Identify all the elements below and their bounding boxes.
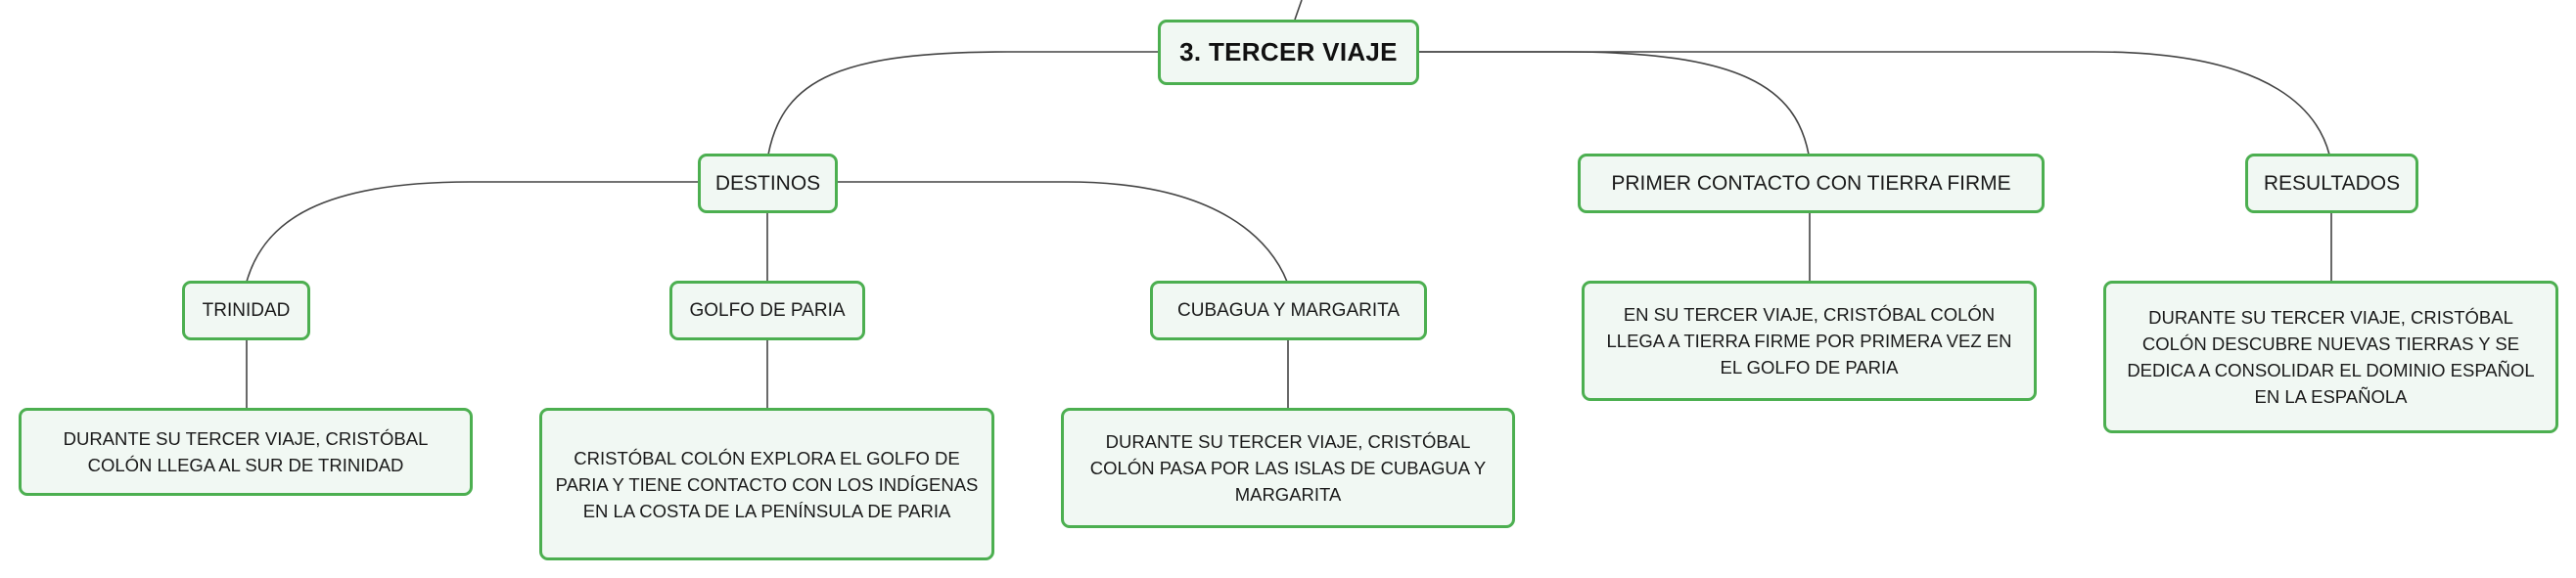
contacto-description-text: EN SU TERCER VIAJE, CRISTÓBAL COLÓN LLEG… <box>1606 304 2012 378</box>
connector-root-to-parent <box>1294 0 1303 21</box>
resultados-label: RESULTADOS <box>2263 171 2401 195</box>
trinidad-description: DURANTE SU TERCER VIAJE, CRISTÓBAL COLÓN… <box>19 408 473 496</box>
connector-root-to-contacto <box>1419 51 1810 156</box>
connector-destinos-to-trinidad <box>246 181 699 283</box>
contacto-description: EN SU TERCER VIAJE, CRISTÓBAL COLÓN LLEG… <box>1582 281 2037 401</box>
paria-label: GOLFO DE PARIA <box>689 299 846 321</box>
trinidad-description-text: DURANTE SU TERCER VIAJE, CRISTÓBAL COLÓN… <box>63 428 429 475</box>
resultados-node[interactable]: RESULTADOS <box>2245 154 2418 213</box>
contacto-label: PRIMER CONTACTO CON TIERRA FIRME <box>1611 171 2011 195</box>
paria-description: CRISTÓBAL COLÓN EXPLORA EL GOLFO DE PARI… <box>539 408 994 560</box>
cubagua-label: CUBAGUA Y MARGARITA <box>1177 299 1400 321</box>
destinos-label: DESTINOS <box>714 171 821 195</box>
root-label: 3. TERCER VIAJE <box>1179 37 1398 67</box>
resultados-description: DURANTE SU TERCER VIAJE, CRISTÓBAL COLÓN… <box>2103 281 2558 433</box>
cubagua-description-text: DURANTE SU TERCER VIAJE, CRISTÓBAL COLÓN… <box>1089 431 1487 505</box>
connector-destinos-to-cubagua <box>836 181 1288 283</box>
cubagua-node[interactable]: CUBAGUA Y MARGARITA <box>1150 281 1427 340</box>
destinos-node[interactable]: DESTINOS <box>698 154 838 213</box>
paria-description-text: CRISTÓBAL COLÓN EXPLORA EL GOLFO DE PARI… <box>555 447 979 521</box>
root-node[interactable]: 3. TERCER VIAJE <box>1158 20 1419 85</box>
connector-root-to-destinos <box>767 51 1158 156</box>
contacto-node[interactable]: PRIMER CONTACTO CON TIERRA FIRME <box>1578 154 2045 213</box>
paria-node[interactable]: GOLFO DE PARIA <box>669 281 865 340</box>
trinidad-node[interactable]: TRINIDAD <box>182 281 310 340</box>
resultados-description-text: DURANTE SU TERCER VIAJE, CRISTÓBAL COLÓN… <box>2127 307 2535 407</box>
trinidad-label: TRINIDAD <box>202 299 291 321</box>
cubagua-description: DURANTE SU TERCER VIAJE, CRISTÓBAL COLÓN… <box>1061 408 1515 528</box>
connector-root-to-resultados <box>1419 51 2330 156</box>
